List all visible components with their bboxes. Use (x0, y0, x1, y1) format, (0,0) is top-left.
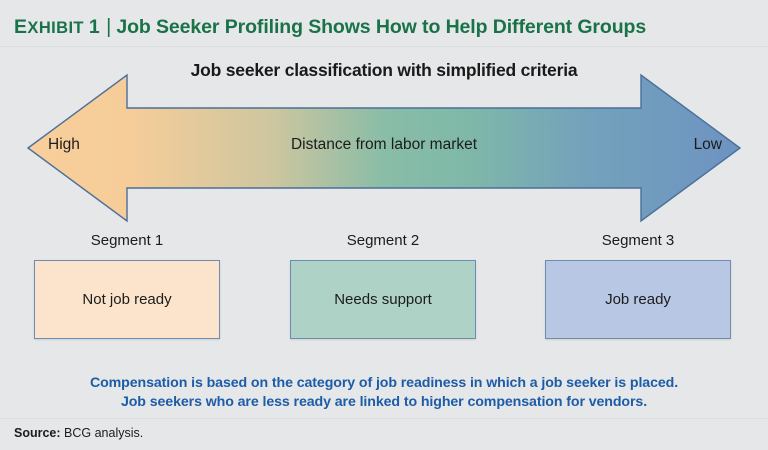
segment-3-box: Job ready (545, 260, 731, 339)
caption-line-1: Compensation is based on the category of… (89, 375, 679, 391)
exhibit-label: EXHIBIT 1 (14, 16, 100, 39)
segment-2-title: Segment 2 (346, 232, 420, 249)
segment-2-box: Needs support (290, 260, 476, 339)
caption: Compensation is based on the category of… (0, 374, 768, 412)
diagram-heading: Job seeker classification with simplifie… (190, 60, 578, 80)
exhibit-label-initial: E (14, 15, 28, 38)
segment-1: Segment 1 Not job ready (34, 232, 220, 339)
segment-1-box: Not job ready (34, 260, 220, 339)
title-separator: | (106, 15, 112, 38)
segment-group: Segment 1 Not job ready Segment 2 Needs … (0, 232, 768, 357)
segment-1-title: Segment 1 (90, 232, 164, 249)
exhibit-title-bar: EXHIBIT 1 | Job Seeker Profiling Shows H… (0, 10, 768, 44)
double-arrow-shape (26, 73, 742, 223)
title-divider (0, 46, 768, 47)
segment-2: Segment 2 Needs support (290, 232, 476, 339)
exhibit-number: 1 (88, 15, 101, 38)
segment-3-title: Segment 3 (601, 232, 675, 249)
axis-label: Distance from labor market (290, 136, 478, 153)
caption-line-2: Job seekers who are less ready are linke… (120, 394, 648, 410)
distance-arrow-diagram: Job seeker classification with simplifie… (20, 60, 748, 228)
exhibit-label-rest: XHIBIT (27, 18, 84, 37)
source-note: Source: BCG analysis. (14, 426, 143, 440)
segment-3: Segment 3 Job ready (545, 232, 731, 339)
page-title: Job Seeker Profiling Shows How to Help D… (116, 15, 647, 38)
source-label: Source: (14, 426, 61, 440)
arrow-label-high: High (48, 136, 80, 153)
source-divider (0, 418, 768, 419)
arrow-label-low: Low (693, 136, 722, 153)
source-text: BCG analysis. (64, 426, 144, 440)
